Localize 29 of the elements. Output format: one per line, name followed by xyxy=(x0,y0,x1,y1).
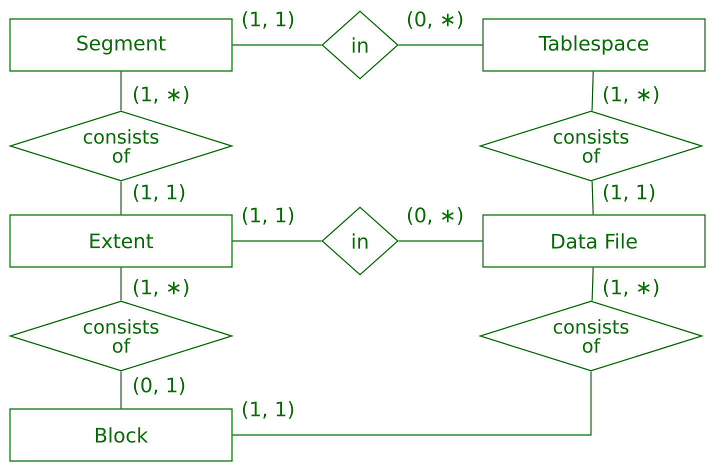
connector-line xyxy=(398,240,482,242)
connector-line xyxy=(120,372,122,408)
connector-line xyxy=(120,72,122,110)
cardinality-label: (1, ∗) xyxy=(604,279,658,297)
connector-line xyxy=(592,181,594,214)
entity-box: Extent xyxy=(9,214,233,268)
entity-box: Block xyxy=(9,408,233,462)
cardinality-label: (1, 1) xyxy=(242,11,294,29)
connector-line xyxy=(120,268,122,300)
entity-box: Tablespace xyxy=(482,18,706,72)
connector-line xyxy=(232,240,322,242)
entity-box: Data File xyxy=(482,214,706,268)
connector-line xyxy=(592,268,594,301)
cardinality-label: (1, 1) xyxy=(242,207,294,225)
cardinality-label: (0, ∗) xyxy=(408,207,462,225)
connector-line xyxy=(591,72,594,111)
connector-line xyxy=(398,44,482,46)
connector-line xyxy=(232,44,322,46)
cardinality-label: (0, ∗) xyxy=(408,11,462,29)
cardinality-label: (1, ∗) xyxy=(134,279,188,297)
connector-line xyxy=(232,372,592,436)
cardinality-label: (1, 1) xyxy=(242,401,294,419)
cardinality-label: (1, ∗) xyxy=(134,86,188,104)
cardinality-label: (1, 1) xyxy=(604,184,654,202)
cardinality-label: (0, 1) xyxy=(134,377,184,395)
connector-line xyxy=(120,182,122,214)
cardinality-label: (1, ∗) xyxy=(604,86,658,104)
cardinality-label: (1, 1) xyxy=(134,184,184,202)
entity-box: Segment xyxy=(9,18,233,72)
